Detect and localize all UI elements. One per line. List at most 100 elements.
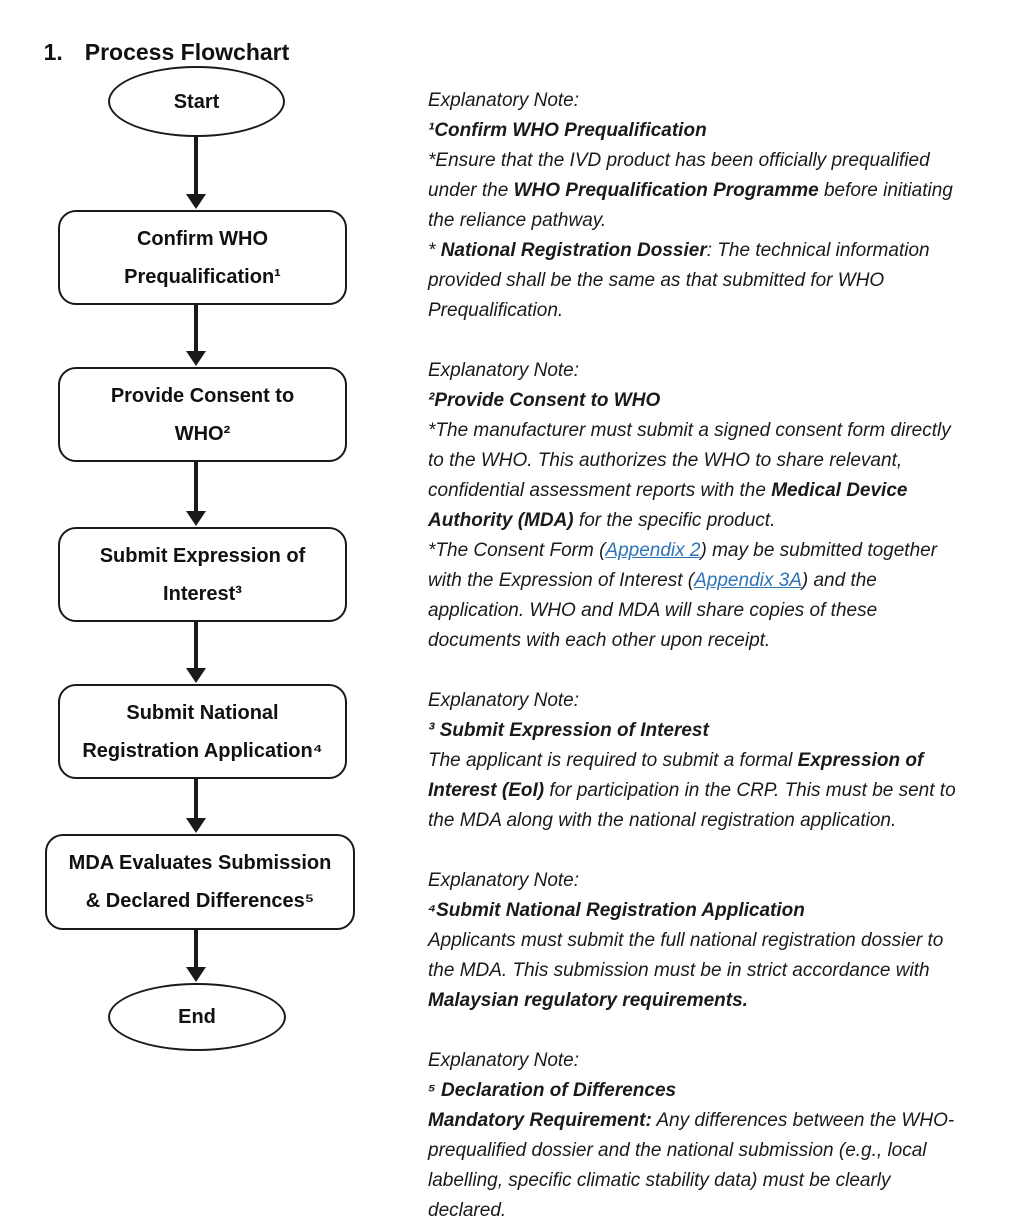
flow-arrow xyxy=(194,622,198,669)
text-segment: documents with each other upon receipt. xyxy=(428,630,771,651)
text-segment: to the WHO. This authorizes the WHO to s… xyxy=(428,450,903,471)
note-line: declared. xyxy=(428,1196,1024,1220)
text-segment: declared. xyxy=(428,1200,507,1220)
note-line: Prequalification. xyxy=(428,296,1024,326)
text-segment: WHO Prequalification Programme xyxy=(513,180,819,201)
note-line: with the Expression of Interest (Appendi… xyxy=(428,566,1024,596)
flowchart-node-submit-expression-of-interest: Submit Expression of Interest³ xyxy=(58,527,347,622)
text-segment: for participation in the CRP. This must … xyxy=(544,780,956,801)
text-segment: with the Expression of Interest ( xyxy=(428,570,695,591)
text-segment: labelling, specific climatic stability d… xyxy=(428,1170,891,1191)
flow-arrow xyxy=(194,305,198,352)
title-number: 1. xyxy=(43,39,63,65)
note-line: Authority (MDA) for the specific product… xyxy=(428,506,1024,536)
note-line: application. WHO and MDA will share copi… xyxy=(428,596,1024,626)
note-line: Mandatory Requirement: Any differences b… xyxy=(428,1106,1024,1136)
text-segment: provided shall be the same as that submi… xyxy=(428,270,885,291)
text-segment: the MDA along with the national registra… xyxy=(428,810,897,831)
text-segment: for the specific product. xyxy=(573,510,776,531)
note-line: the MDA. This submission must be in stri… xyxy=(428,956,1024,986)
note-line: confidential assessment reports with the… xyxy=(428,476,1024,506)
text-segment: ¹Confirm WHO Prequalification xyxy=(428,120,707,141)
note-line: the reliance pathway. xyxy=(428,206,1024,236)
flowchart-node-mda-evaluates-submission: MDA Evaluates Submission & Declared Diff… xyxy=(45,834,355,930)
text-segment: ) may be submitted together xyxy=(700,540,938,561)
text-segment: Malaysian regulatory requirements. xyxy=(428,990,748,1011)
note-line: to the WHO. This authorizes the WHO to s… xyxy=(428,446,1024,476)
text-segment: ³ Submit Expression of Interest xyxy=(428,720,709,741)
note-line: under the WHO Prequalification Programme… xyxy=(428,176,1024,206)
page-title: 1. Process Flowchart xyxy=(18,12,290,93)
text-segment: before initiating xyxy=(818,180,953,201)
text-segment: Mandatory Requirement: xyxy=(428,1110,652,1131)
flowchart-node-submit-national-registration-application: Submit National Registration Application… xyxy=(58,684,347,779)
note-line: *The Consent Form (Appendix 2) may be su… xyxy=(428,536,1024,566)
note-line: ¹Confirm WHO Prequalification xyxy=(428,116,1024,146)
text-segment: National Registration Dossier xyxy=(440,240,707,261)
text-segment: *The manufacturer must submit a signed c… xyxy=(428,420,951,441)
text-segment: Any differences between the WHO- xyxy=(651,1110,955,1131)
note-line: * National Registration Dossier: The tec… xyxy=(428,236,1024,266)
text-segment: : The technical information xyxy=(706,240,930,261)
explanatory-notes: Explanatory Note: ¹Confirm WHO Prequalifi… xyxy=(428,86,1024,1220)
process-flowchart: Start Confirm WHO Prequalification¹ Prov… xyxy=(0,0,410,1220)
note-line: ³ Submit Expression of Interest xyxy=(428,716,1024,746)
text-segment: ) and the xyxy=(801,570,877,591)
note-line: Explanatory Note: xyxy=(428,86,1024,116)
note-line: Malaysian regulatory requirements. xyxy=(428,986,1024,1016)
text-segment: ²Provide Consent to WHO xyxy=(428,390,661,411)
note-line: the MDA along with the national registra… xyxy=(428,806,1024,836)
note-line: Explanatory Note: xyxy=(428,356,1024,386)
appendix-link[interactable]: Appendix 2 xyxy=(605,540,701,561)
flow-arrow xyxy=(194,137,198,195)
note-line: Explanatory Note: xyxy=(428,1046,1024,1076)
flow-arrow xyxy=(194,779,198,819)
flowchart-node-end: End xyxy=(108,983,286,1051)
note-line: ⁴Submit National Registration Applicatio… xyxy=(428,896,1024,926)
text-segment: Explanatory Note: xyxy=(428,690,580,711)
text-segment: *The Consent Form ( xyxy=(428,540,606,561)
note-line: ²Provide Consent to WHO xyxy=(428,386,1024,416)
note-line: ⁵ Declaration of Differences xyxy=(428,1076,1024,1106)
text-segment: Prequalification. xyxy=(428,300,564,321)
note-line: prequalified dossier and the national su… xyxy=(428,1136,1024,1166)
text-segment: Explanatory Note: xyxy=(428,90,580,111)
text-segment: under the xyxy=(428,180,514,201)
note-block-5: Explanatory Note: ⁵ Declaration of Differ… xyxy=(428,1046,1024,1220)
text-segment: the reliance pathway. xyxy=(428,210,607,231)
title-text: Process Flowchart xyxy=(84,39,290,65)
text-segment: The applicant is required to submit a fo… xyxy=(428,750,798,771)
note-line: *The manufacturer must submit a signed c… xyxy=(428,416,1024,446)
flowchart-node-provide-consent-to-who: Provide Consent to WHO² xyxy=(58,367,347,462)
note-line: Explanatory Note: xyxy=(428,686,1024,716)
note-line: Explanatory Note: xyxy=(428,866,1024,896)
appendix-link[interactable]: Appendix 3A xyxy=(694,570,802,591)
note-line: Applicants must submit the full national… xyxy=(428,926,1024,956)
flow-arrow xyxy=(194,462,198,512)
text-segment: Expression of xyxy=(797,750,924,771)
text-segment: *Ensure that the IVD product has been of… xyxy=(428,150,930,171)
flowchart-node-start: Start xyxy=(108,66,285,137)
note-block-4: Explanatory Note: ⁴Submit National Regist… xyxy=(428,866,1024,1016)
text-segment: * xyxy=(428,240,441,261)
text-segment: ⁴Submit National Registration Applicatio… xyxy=(428,900,805,921)
text-segment: confidential assessment reports with the xyxy=(428,480,772,501)
note-line: Interest (EoI) for participation in the … xyxy=(428,776,1024,806)
text-segment: Applicants must submit the full national… xyxy=(428,930,944,951)
flowchart-node-confirm-who-prequalification: Confirm WHO Prequalification¹ xyxy=(58,210,347,305)
text-segment: Explanatory Note: xyxy=(428,1050,580,1071)
note-block-3: Explanatory Note: ³ Submit Expression of … xyxy=(428,686,1024,836)
text-segment: Explanatory Note: xyxy=(428,870,580,891)
text-segment: Interest (EoI) xyxy=(428,780,545,801)
note-line: labelling, specific climatic stability d… xyxy=(428,1166,1024,1196)
text-segment: prequalified dossier and the national su… xyxy=(428,1140,927,1161)
note-line: provided shall be the same as that submi… xyxy=(428,266,1024,296)
text-segment: Authority (MDA) xyxy=(428,510,574,531)
note-line: The applicant is required to submit a fo… xyxy=(428,746,1024,776)
text-segment: the MDA. This submission must be in stri… xyxy=(428,960,930,981)
text-segment: Medical Device xyxy=(771,480,908,501)
text-segment: application. WHO and MDA will share copi… xyxy=(428,600,878,621)
text-segment: ⁵ Declaration of Differences xyxy=(428,1080,677,1101)
note-line: *Ensure that the IVD product has been of… xyxy=(428,146,1024,176)
